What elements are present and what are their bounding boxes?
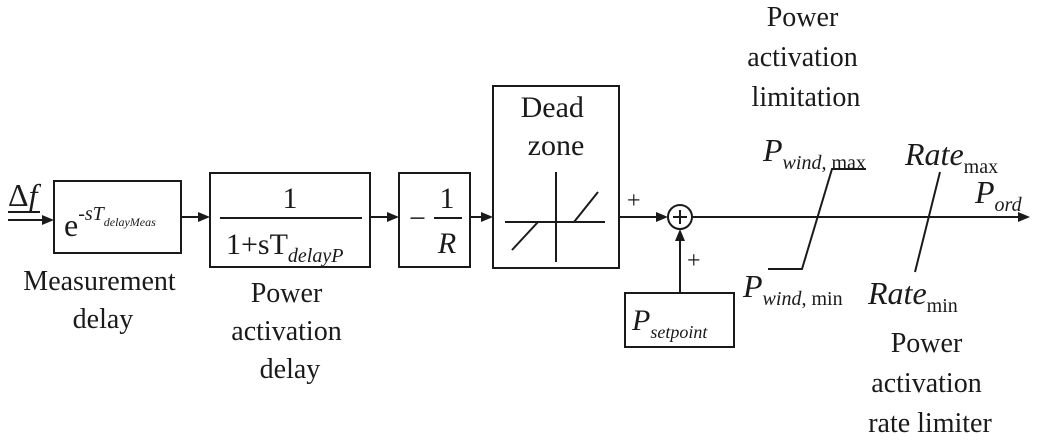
arrowhead-4	[656, 212, 668, 222]
input-arrow-head	[42, 215, 54, 225]
activation-delay-denominator: 1+sTdelayP	[226, 228, 343, 267]
measurement-delay-block: e-sTdelayMeas	[53, 180, 182, 254]
activation-delay-caption: Power activation delay	[231, 278, 348, 385]
rate-min-label: Ratemin	[867, 275, 958, 317]
setpoint-block: Psetpoint	[624, 292, 735, 348]
activation-delay-numerator: 1	[283, 182, 298, 215]
dead-zone-title: Dead zone	[521, 91, 592, 162]
rate-max-label-main-visible: Ratemax	[904, 136, 998, 178]
arrowhead-1	[198, 212, 210, 222]
summer-sign-top: +	[627, 188, 641, 214]
summing-junction	[667, 204, 693, 230]
setpoint-arrowhead	[675, 229, 685, 241]
droop-minus: −	[409, 202, 426, 235]
summer-sign-bottom: +	[687, 248, 701, 274]
limiter-title: Power activation limitation	[747, 2, 864, 113]
measurement-transfer-function: e-sTdelayMeas	[64, 203, 156, 243]
arrowhead-3	[481, 212, 493, 222]
activation-delay-block: 1 1+sTdelayP	[209, 172, 371, 268]
setpoint-box	[624, 292, 735, 348]
dead-zone-curve	[511, 191, 599, 251]
measurement-delay-box	[53, 180, 182, 254]
limiter-max-label: Pwind, max	[762, 132, 866, 174]
limiter-min-label: Pwind, min	[742, 268, 843, 310]
input-label: Δf	[8, 177, 42, 213]
output-label: Pord	[974, 174, 1023, 216]
setpoint-label: Psetpoint	[631, 304, 708, 342]
measurement-delay-caption: Measurement delay	[23, 266, 182, 335]
droop-box	[398, 172, 471, 268]
droop-numerator: 1	[440, 182, 455, 215]
limiter-symbol	[768, 168, 866, 270]
activation-delay-box	[209, 172, 371, 268]
droop-block: − 1 R	[398, 172, 471, 268]
rate-limiter-caption: Power activation rate limiter	[868, 328, 992, 439]
arrowhead-2	[387, 212, 399, 222]
dead-zone-block: Dead zone	[492, 85, 620, 269]
input-signal: Δf	[8, 177, 54, 225]
output-arrowhead	[1018, 212, 1030, 222]
droop-denominator: R	[437, 227, 456, 260]
rate-limiter-symbol	[914, 171, 941, 273]
